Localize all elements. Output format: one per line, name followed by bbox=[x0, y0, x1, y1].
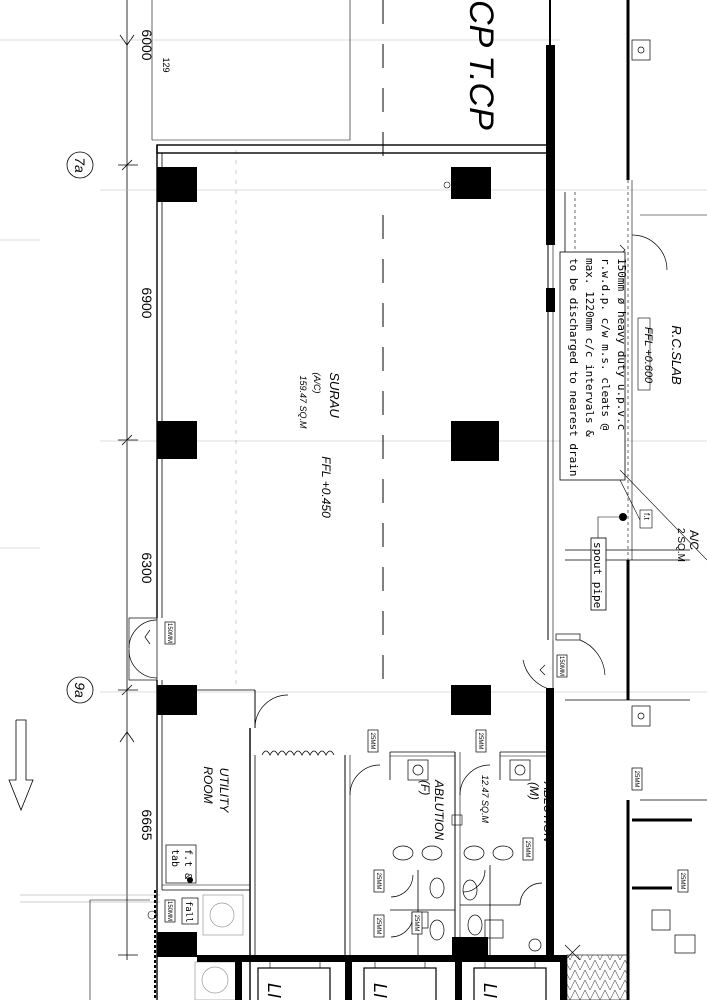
tag-25mm-3: 25MM bbox=[522, 837, 534, 861]
svg-text:25MM: 25MM bbox=[375, 873, 381, 890]
svg-text:150MM: 150MM bbox=[558, 656, 564, 676]
svg-text:25MM: 25MM bbox=[369, 733, 375, 750]
spout-pipe-label: spout pipe bbox=[591, 542, 604, 608]
lift-label-2: LI bbox=[370, 983, 390, 998]
curtain-partition bbox=[261, 750, 335, 756]
spout-pipe: spout pipe bbox=[590, 513, 627, 611]
grid-label-7a: 7a bbox=[72, 157, 88, 173]
surau-ac: (A/C) bbox=[312, 373, 322, 394]
wash-basin-icon bbox=[631, 39, 671, 931]
grid-label-9a: 9a bbox=[72, 682, 88, 698]
note-line-3: max. 1220mm c/c intervals & bbox=[583, 258, 596, 437]
surau-name: SURAU bbox=[327, 372, 342, 418]
dimension-6665: 6665 bbox=[139, 809, 155, 840]
ablution-m-label: ABLUTION bbox=[541, 781, 555, 842]
grid-bubble-7a: 7a bbox=[66, 151, 94, 179]
svg-text:25MM: 25MM bbox=[679, 873, 685, 890]
dimension-lines bbox=[118, 0, 153, 960]
rc-slab-label: R.C.SLAB bbox=[669, 325, 684, 385]
tag-75mm-corridor: 25MM bbox=[631, 767, 643, 791]
svg-text:25MM: 25MM bbox=[477, 733, 483, 750]
dimension-6000: 6000 bbox=[139, 29, 155, 60]
tag-25mm-2: 25MM bbox=[475, 729, 487, 753]
tag-ft: f.t bbox=[639, 509, 653, 529]
note-line-2: r.w.d.p. c/w m.s. cleats @ bbox=[599, 258, 612, 431]
ac-label: A/C bbox=[687, 530, 701, 550]
tag-25mm-6: 25MM bbox=[411, 911, 423, 935]
right-door bbox=[522, 633, 606, 691]
svg-text:25MM: 25MM bbox=[375, 918, 381, 935]
lift-label-3: LI bbox=[480, 983, 500, 998]
svg-text:150MM: 150MM bbox=[166, 901, 172, 921]
lift-label-1: LI bbox=[264, 983, 284, 998]
ablution-f-label: ABLUTION bbox=[432, 779, 446, 840]
ft-tab-note: f.t & tab bbox=[165, 844, 197, 884]
svg-text:f.t &: f.t & bbox=[182, 849, 193, 879]
svg-text:fall: fall bbox=[183, 901, 193, 923]
svg-text:25MM: 25MM bbox=[413, 915, 419, 932]
direction-arrow-icon bbox=[8, 719, 34, 812]
tag-25mm-1: 25MM bbox=[367, 729, 379, 753]
lift-boxes bbox=[257, 962, 547, 1000]
right-wall-thick bbox=[546, 45, 555, 958]
ablution-doors bbox=[349, 764, 543, 938]
corridor-lines bbox=[564, 0, 707, 1000]
ablution-m-sub: (M) bbox=[527, 782, 541, 800]
svg-text:25MM: 25MM bbox=[633, 771, 639, 788]
ac-area: 2 SQ.M bbox=[675, 528, 686, 562]
bottom-right-marks bbox=[564, 934, 696, 961]
surau-ffl: FFL +0.450 bbox=[319, 456, 333, 518]
fall-note: fall bbox=[181, 897, 199, 925]
note-line-1: 150mm ø heavy duty u.p.v.c bbox=[615, 258, 628, 430]
tag-150mm-right: 150MM bbox=[556, 654, 568, 678]
tag-150mm-left: 150MM bbox=[164, 621, 176, 645]
left-door bbox=[128, 617, 158, 681]
surau-area: 159.47 SQ.M bbox=[298, 375, 308, 429]
svg-text:f.t: f.t bbox=[642, 513, 651, 520]
tag-150mm-utility: 150MM bbox=[164, 899, 176, 923]
bottom-wall bbox=[197, 955, 567, 1000]
svg-text:150MM: 150MM bbox=[166, 623, 172, 643]
drainage-note: 150mm ø heavy duty u.p.v.c r.w.d.p. c/w … bbox=[559, 251, 628, 481]
structural-columns bbox=[157, 167, 499, 957]
utility-room-label-2: ROOM bbox=[201, 766, 215, 803]
ablution-area: 12.47 SQ.M bbox=[480, 775, 490, 824]
dimension-6900: 6900 bbox=[139, 287, 155, 318]
carpark-label: CP T.CP bbox=[462, 0, 500, 130]
svg-text:tab: tab bbox=[169, 849, 180, 867]
ablution-rooms bbox=[344, 751, 546, 960]
utility-room-label-1: UTILITY bbox=[217, 768, 231, 814]
svg-text:25MM: 25MM bbox=[524, 841, 530, 858]
dimension-129: 129 bbox=[161, 57, 171, 72]
tag-25mm-4: 25MM bbox=[373, 869, 385, 893]
surau-walls bbox=[156, 144, 554, 1000]
carpark-area bbox=[152, 0, 551, 141]
utility-room bbox=[162, 689, 289, 1000]
rc-slab-ffl: FFL +0.600 bbox=[642, 327, 654, 384]
ablution-f-sub: (F) bbox=[418, 780, 432, 795]
grid-bubble-9a: 9a bbox=[66, 676, 94, 704]
tag-25mm-5: 25MM bbox=[373, 914, 385, 938]
center-dash-lines bbox=[235, 0, 384, 690]
stair-hatch bbox=[566, 954, 628, 1000]
dimension-6300: 6300 bbox=[139, 552, 155, 583]
note-line-4: to be discharged to nearest drain bbox=[567, 258, 580, 477]
tag-25mm-corridor-bottom: 25MM bbox=[677, 869, 689, 893]
